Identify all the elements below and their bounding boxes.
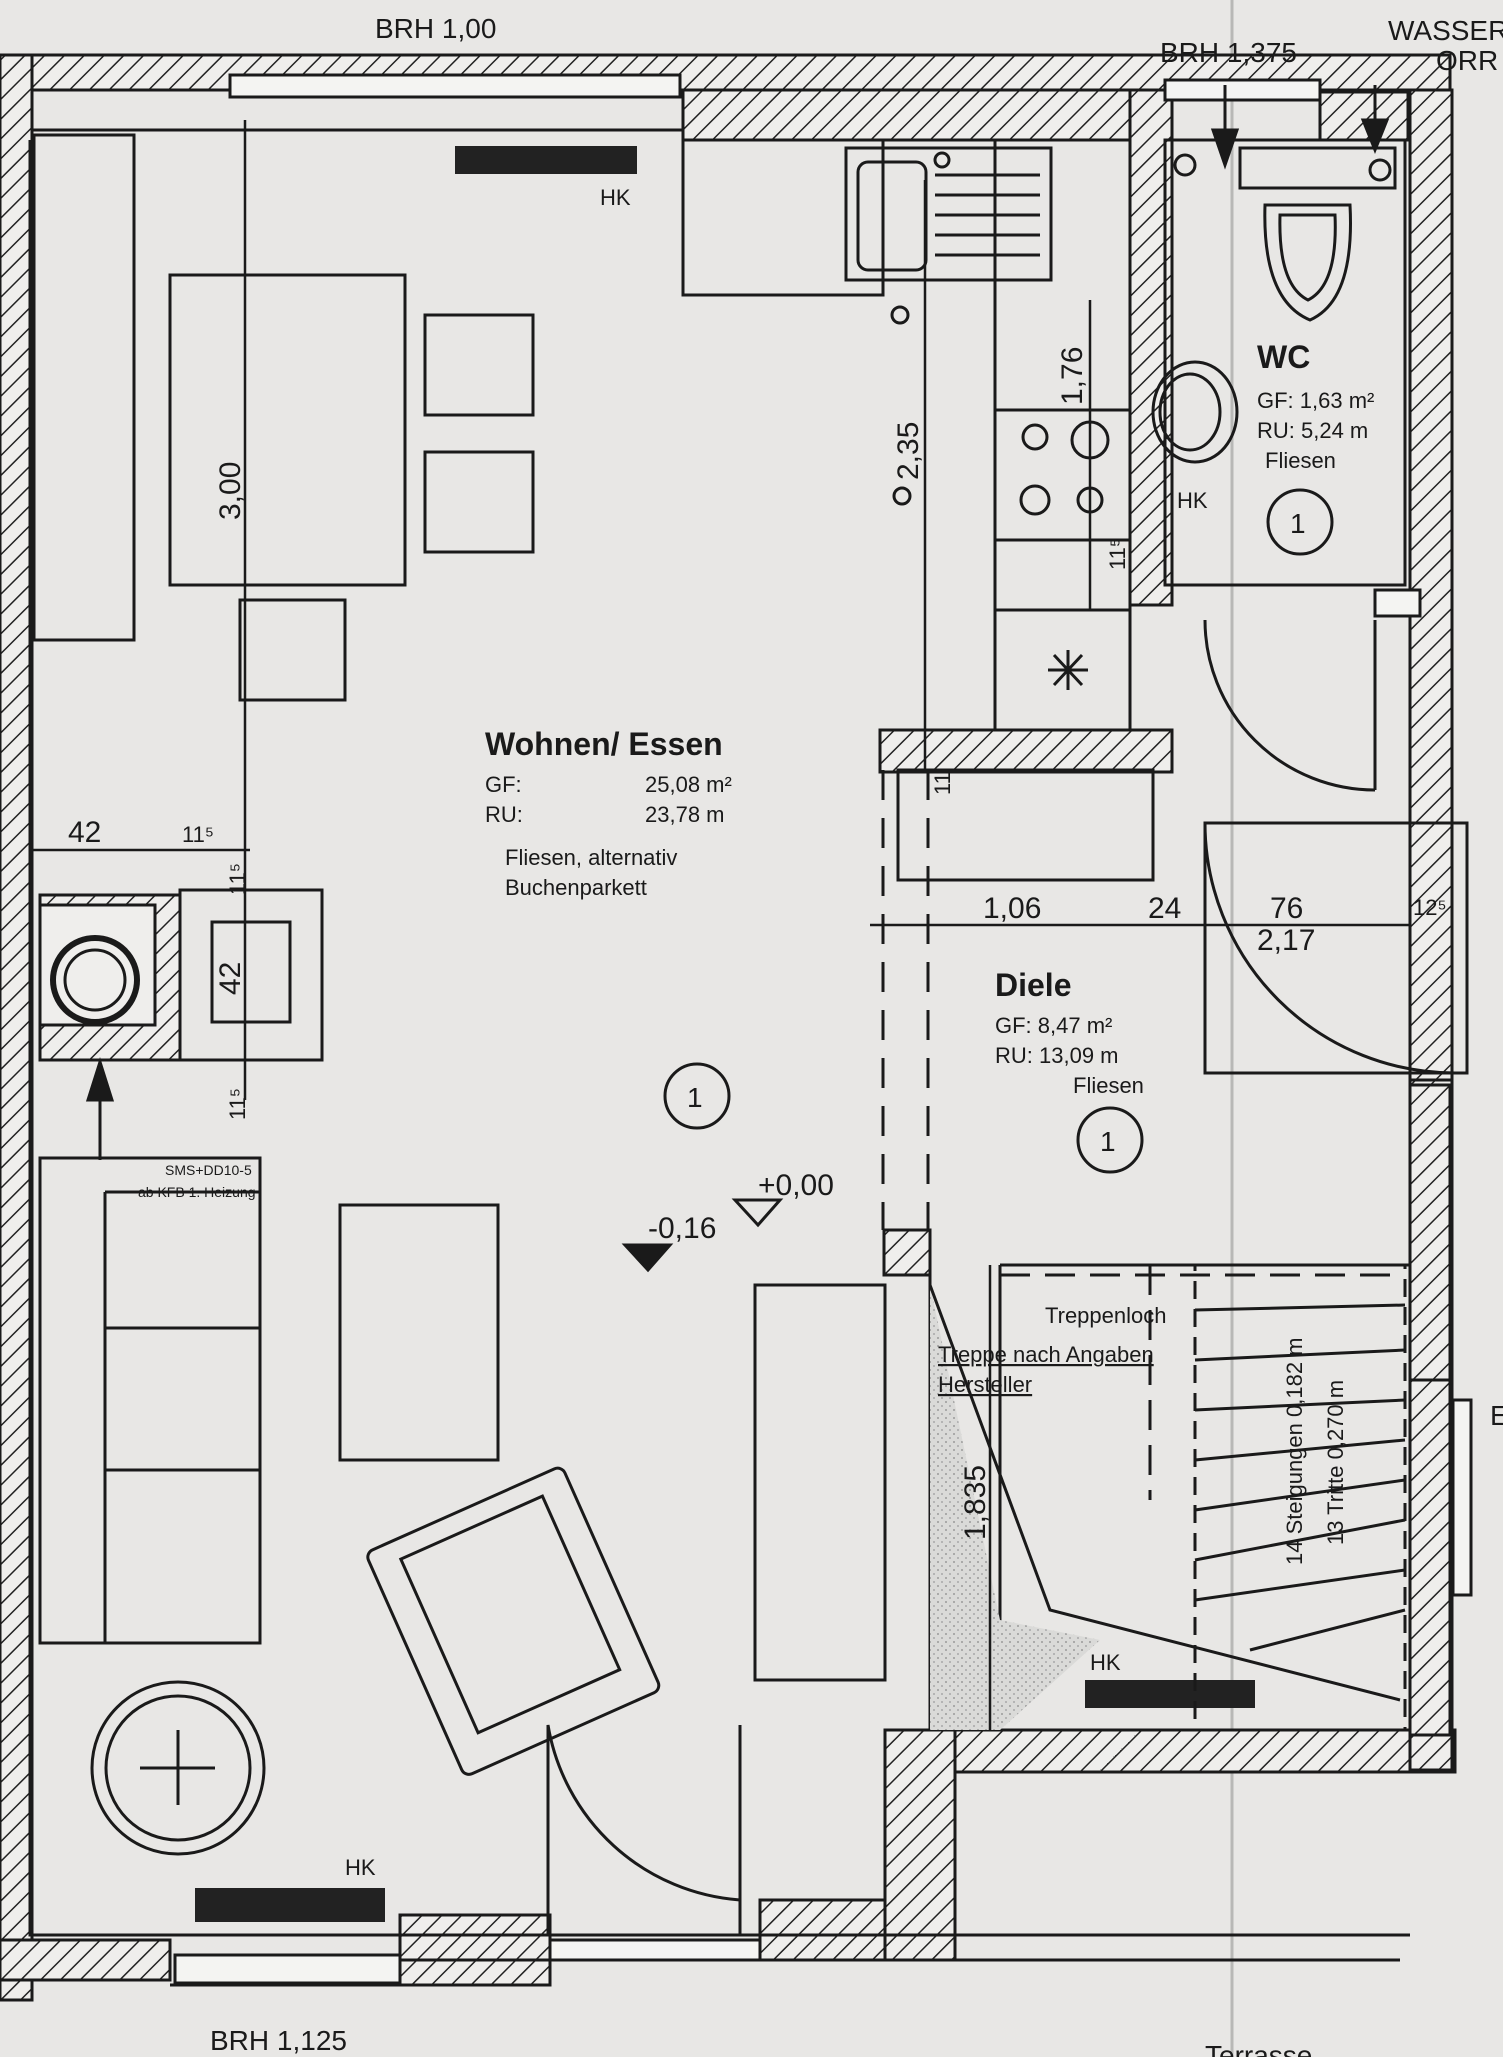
dim-115-left: 11⁵ — [182, 822, 214, 847]
dim-176: 1,76 — [1056, 347, 1089, 405]
wohnen-number: 1 — [687, 1082, 703, 1113]
arrows — [85, 85, 1390, 1160]
diele-floor: Fliesen — [1073, 1073, 1144, 1098]
brh-topright: BRH 1,375 — [1160, 37, 1297, 68]
level-0: +0,00 — [758, 1169, 834, 1202]
room-divider — [881, 770, 930, 1230]
dim-106: 1,06 — [983, 892, 1041, 925]
hk-label-bottom: HK — [345, 1855, 376, 1880]
note-sms: SMS+DD10-5 — [165, 1162, 252, 1178]
wohnen-gf-label: GF: — [485, 772, 522, 797]
room-title-diele: Diele — [995, 967, 1071, 1003]
wasser-label: WASSER — [1388, 15, 1503, 46]
heaters — [195, 146, 1255, 1922]
dim-300: 3,00 — [214, 462, 247, 520]
hk-label-wc: HK — [1177, 488, 1208, 513]
room-number-circles — [663, 488, 1334, 1174]
doors — [546, 619, 1456, 1935]
wohnen-floor2: Buchenparkett — [505, 875, 647, 900]
windows — [173, 73, 1473, 1985]
dim-115-stove: 11⁵ — [1105, 538, 1130, 570]
hk-label-top: HK — [600, 185, 631, 210]
stairs-line2: Hersteller — [938, 1372, 1032, 1397]
wc-floor: Fliesen — [1265, 448, 1336, 473]
furniture — [753, 1283, 887, 1682]
stairs-tritte: 13 Tritte 0,270 m — [1323, 1380, 1348, 1545]
wohnen-ru-label: RU: — [485, 802, 523, 827]
dim-235: 2,35 — [892, 422, 925, 480]
hk-label-diele: HK — [1090, 1650, 1121, 1675]
wohnen-ru-value: 23,78 m — [645, 802, 725, 827]
wohnen-floor1: Fliesen, alternativ — [505, 845, 677, 870]
level-016: -0,16 — [648, 1212, 716, 1245]
stairs-line1: Treppe nach Angaben — [938, 1342, 1154, 1367]
level-markers — [621, 1198, 784, 1273]
dim-42-left: 42 — [68, 816, 101, 849]
dim-115-chimney-top: 11⁵ — [225, 863, 250, 895]
diele-ru: RU: 13,09 m — [995, 1043, 1119, 1068]
wc-gf: GF: 1,63 m² — [1257, 388, 1374, 413]
dim-42-chimney: 42 — [214, 962, 247, 995]
dim-125: 12⁵ — [1413, 895, 1447, 920]
dim-11: 11 — [930, 772, 955, 795]
wc-ru: RU: 5,24 m — [1257, 418, 1368, 443]
room-title-wc: WC — [1257, 339, 1310, 375]
floor-lamp — [90, 1680, 266, 1856]
stairs-treppenloch: Treppenloch — [1045, 1303, 1166, 1328]
dim-217: 2,17 — [1257, 924, 1315, 957]
brh-top: BRH 1,00 — [375, 13, 496, 44]
diele-number: 1 — [1100, 1126, 1116, 1157]
brh-bottom: BRH 1,125 — [210, 2025, 347, 2056]
wc-number: 1 — [1290, 508, 1306, 539]
terrasse-label: Terrasse — [1205, 2040, 1312, 2057]
diele-gf: GF: 8,47 m² — [995, 1013, 1112, 1038]
kitchen-sink — [844, 146, 1053, 506]
wc-fixtures — [1151, 146, 1397, 464]
dim-76: 76 — [1270, 892, 1303, 925]
walls — [0, 53, 1457, 2002]
dim-24: 24 — [1148, 892, 1181, 925]
rr-label: ORR — [1436, 45, 1498, 76]
edge-letter: E — [1490, 1400, 1503, 1431]
room-title-wohnen: Wohnen/ Essen — [485, 726, 723, 762]
note-heizung: ab KFB 1. Heizung — [138, 1184, 256, 1200]
wohnen-gf-value: 25,08 m² — [645, 772, 732, 797]
dim-115-chimney-bottom: 11⁵ — [225, 1088, 250, 1120]
dim-1835: 1,835 — [959, 1465, 992, 1540]
armchair — [366, 1466, 661, 1776]
stairs — [928, 1263, 1407, 1732]
dimension-lines — [30, 120, 1410, 1730]
chimney — [38, 903, 157, 1027]
stairs-steigungen: 14 Steigungen 0,182 m — [1282, 1337, 1307, 1565]
